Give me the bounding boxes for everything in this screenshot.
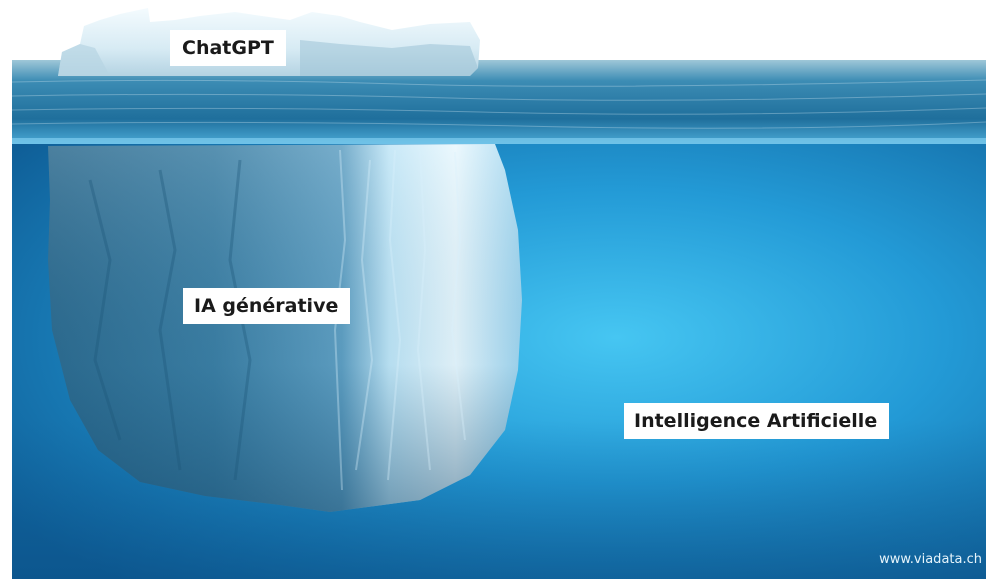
waterline bbox=[12, 138, 986, 144]
watermark: www.viadata.ch bbox=[879, 552, 982, 567]
label-artificial-intelligence: Intelligence Artificielle bbox=[624, 403, 890, 439]
iceberg-tip-left-shade bbox=[58, 44, 110, 76]
label-chatgpt: ChatGPT bbox=[170, 30, 286, 66]
label-generative-ai: IA générative bbox=[183, 288, 351, 324]
surface-ripples bbox=[11, 79, 986, 129]
submerged-ice-shade bbox=[48, 144, 522, 512]
iceberg-tip-shade bbox=[300, 40, 478, 76]
ice-texture bbox=[333, 149, 466, 491]
